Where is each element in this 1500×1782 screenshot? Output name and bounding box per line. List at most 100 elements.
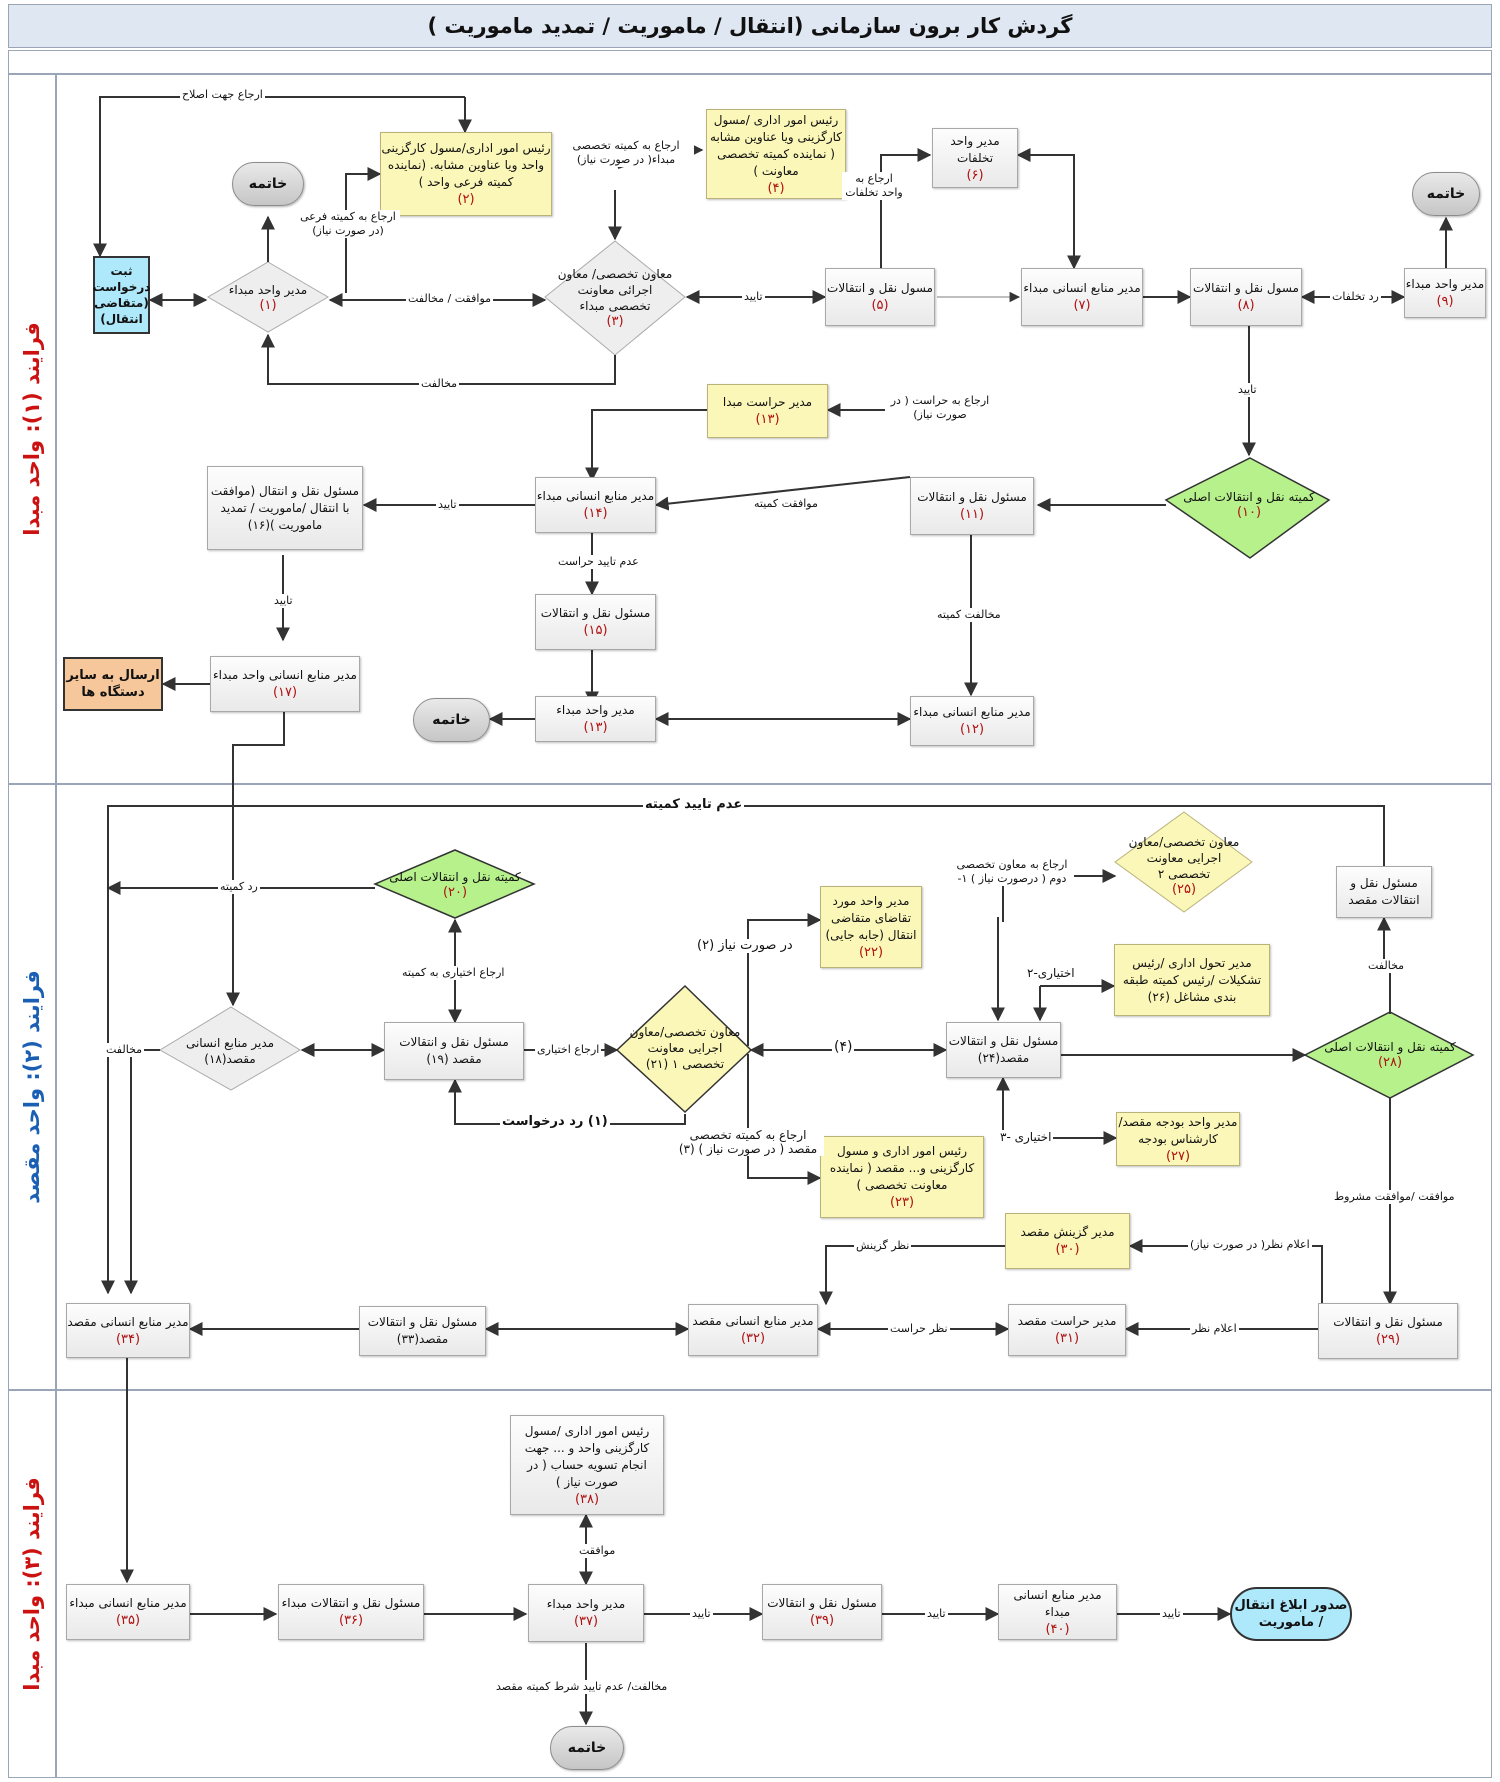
label-approve-3: تایید xyxy=(436,498,459,512)
node-n30: مدیر گزینش مقصد(۳۰) xyxy=(1005,1213,1130,1269)
lane-1 xyxy=(56,74,1492,784)
node-n24: مسئول نقل و انتقالات مقصد(۲۴) xyxy=(946,1022,1061,1078)
label-conditional: موافقت /موافقت مشروط xyxy=(1332,1190,1457,1204)
page-title: گردش کار برون سازمانی (انتقال / ماموریت … xyxy=(8,4,1492,48)
label-optional-2: اختیاری-۲ xyxy=(1025,966,1077,980)
label-second-dep: ارجاع به معاون تخصصی دوم ( درصورت نیاز )… xyxy=(950,858,1074,886)
lane-3-label: فرایند (۳): واحد مبدا xyxy=(8,1390,56,1778)
node-n23: رئیس امور اداری و مسول کارگزینی و... مقص… xyxy=(820,1136,984,1218)
n21-diamond xyxy=(615,984,753,1114)
node-n39: مسئول نقل و انتقالات(۳۹) xyxy=(762,1584,882,1640)
end-terminator-2: خاتمه xyxy=(1412,172,1480,216)
node-n14: مدیر منابع انسانی مبداء(۱۴) xyxy=(535,477,656,533)
label-no-security: عدم تایید حراست xyxy=(556,555,641,569)
n18-diamond xyxy=(159,1006,301,1091)
node-n15: مسئول نقل و انتقالات(۱۵) xyxy=(535,594,656,650)
label-disagree-dest: مخالفت/ عدم تایید شرط کمیته مقصد xyxy=(494,1680,670,1694)
node-n27: مدیر واحد بودجه مقصد/ کارشناس بودجه(۲۷) xyxy=(1116,1112,1240,1166)
label-security: ارجاع به حراست ( در صورت نیاز) xyxy=(885,394,995,422)
node-n22: مدیر واحد مورد تقاضای متقاضی انتقال (جاب… xyxy=(820,886,922,968)
label-approve-4: تایید xyxy=(272,594,295,608)
end-terminator-3: خاتمه xyxy=(413,698,490,742)
label-approve-6: تایید xyxy=(925,1607,948,1621)
n25-diamond xyxy=(1114,811,1253,913)
node-n13b: مدیر واحد مبداء(۱۳) xyxy=(535,696,656,742)
label-security-view: نظر حراست xyxy=(888,1322,950,1336)
label-return-fix: ارجاع جهت اصلاح xyxy=(180,88,265,102)
label-disagree-1: مخالفت xyxy=(419,377,460,391)
end-terminator-4: خاتمه xyxy=(550,1726,624,1770)
node-n36: مسئول نقل و انتقالات مبداء(۳۶) xyxy=(278,1584,424,1640)
label-announce: اعلام نظر xyxy=(1190,1322,1239,1336)
label-if-needed-2: در صورت نیاز (۲) xyxy=(695,938,795,953)
node-n5: مسول نقل و انتقالات(۵) xyxy=(825,268,935,326)
label-committee-not-approve: عدم تایید کمیته xyxy=(643,797,745,812)
node-n13a: مدیر حراست مبدا(۱۳) xyxy=(707,384,828,438)
node-n17: مدیر منابع انسانی واحد مبداء(۱۷) xyxy=(210,656,360,712)
node-n12: مدیر منابع انسانی مبداء(۱۲) xyxy=(910,696,1034,746)
end-terminator-1: خاتمه xyxy=(232,162,304,206)
label-reject-request: (۱) رد درخواست xyxy=(500,1114,610,1129)
label-approve-5: تایید xyxy=(690,1607,713,1621)
label-violation: ارجاع به واحد تخلفات xyxy=(842,172,906,200)
label-optional-committee: ارجاع اختیاری به کمیته xyxy=(400,966,507,980)
label-agree-disagree: موافقت / مخالفت xyxy=(406,292,494,306)
label-approve-2: تایید xyxy=(1236,383,1259,397)
n1-diamond xyxy=(207,261,329,333)
node-n40: مدیر منابع انسانی مبداء(۴۰) xyxy=(998,1584,1117,1640)
n20-diamond xyxy=(373,849,536,919)
node-n21: معاون تخصصی/معاون اجرایی معاونت تخصصی ۱ … xyxy=(629,1025,741,1071)
node-n26: مدیر تحول اداری /رئیس تشکیلات /رئیس کمیت… xyxy=(1114,944,1270,1016)
node-n8: مسول نقل و انتقالات(۸) xyxy=(1190,268,1302,326)
lane-3 xyxy=(56,1390,1492,1778)
node-n35: مدیر منابع انسانی مبداء(۳۵) xyxy=(66,1584,190,1640)
lane-2 xyxy=(56,784,1492,1390)
node-n16: مسئول نقل و انتقال (موافقت با انتقال /ما… xyxy=(207,466,363,550)
label-optional: ارجاع اختیاری xyxy=(535,1043,602,1057)
node-n18: مدیر منابع انسانی مقصد(۱۸) xyxy=(185,1036,275,1066)
node-n7: مدیر منابع انسانی مبداء(۷) xyxy=(1021,268,1143,326)
label-approve-1: تایید xyxy=(742,290,765,304)
node-n28: کمیته نقل و انتقالات اصلی(۲۸) xyxy=(1324,1040,1456,1070)
label-committee-agree: موافقت کمیته xyxy=(752,497,820,511)
label-spec-committee: ارجاع به کمیته تخصصی مبداء( در صورت نیاز… xyxy=(558,139,694,167)
label-reject-violation: رد تخلفات xyxy=(1330,290,1381,304)
node-n4: رئیس امور اداری /مسول کارگزینی ویا عناوی… xyxy=(706,109,846,199)
label-disagree-2: مخالفت xyxy=(104,1043,145,1057)
node-n34: مدیر منابع انسانی مقصد(۳۴) xyxy=(66,1303,190,1358)
node-n3: معاون تخصصی/ معاون اجرائی معاونت تخصصی م… xyxy=(557,267,673,329)
label-sub-committee: ارجاع به کمیته فرعی (در صورت نیاز) xyxy=(296,210,400,238)
label-optional-3: اختیاری -۳ xyxy=(998,1130,1054,1144)
label-disagree-3: مخالفت xyxy=(1366,959,1407,973)
node-n31: مدیر حراست مقصد(۳۱) xyxy=(1008,1304,1126,1356)
header-strip xyxy=(8,50,1492,74)
node-n19: مسئول نقل و انتقالات مقصد (۱۹) xyxy=(384,1022,524,1080)
label-four: (۴) xyxy=(832,1039,855,1055)
node-n2: رئیس امور اداری/مسول کارگزینی واحد ویا ع… xyxy=(380,132,552,216)
node-n38: رئیس امور اداری /مسول کارگزینی واحد و ..… xyxy=(510,1415,664,1515)
label-agree: موافقت xyxy=(577,1544,618,1558)
lane-1-label: فرایند (۱): واحد مبدا xyxy=(8,74,56,784)
node-n6: مدیر واحد تخلفات(۶) xyxy=(932,128,1018,188)
end-notice: صدور ابلاغ انتقال / ماموریت xyxy=(1230,1587,1352,1641)
n10-diamond xyxy=(1164,457,1331,559)
node-n48: مسئول نقل و انتقالات مقصد xyxy=(1336,866,1432,918)
node-n20: کمیته نقل و انتقالات اصلی(۲۰) xyxy=(389,870,521,900)
lane-2-label: فرایند (۲): واحد مقصد xyxy=(8,784,56,1390)
label-approve-7: تایید xyxy=(1160,1607,1183,1621)
node-n10: کمیته نقل و انتقالات اصلی(۱۰) xyxy=(1183,490,1315,520)
send-other-agencies: ارسال به سایر دستگاه ها xyxy=(63,657,163,711)
label-announce-if: اعلام نظر( در صورت نیاز) xyxy=(1188,1238,1312,1252)
node-n29: مسئول نقل و انتقالات(۲۹) xyxy=(1318,1303,1458,1359)
node-n9: مدیر واحد مبداء(۹) xyxy=(1404,268,1486,318)
node-n11: مسئول نقل و انتقالات(۱۱) xyxy=(910,477,1034,535)
label-committee-disagree: مخالفت کمیته xyxy=(935,608,1003,622)
label-selection: نظر گزینش xyxy=(854,1239,912,1253)
label-spec-dest: ارجاع به کمیته تخصصی مقصد ( در صورت نیاز… xyxy=(672,1128,824,1156)
node-n25: معاون تخصصی/معاون اجرایی معاونت تخصصی ۲(… xyxy=(1128,835,1240,897)
node-n1: مدیر واحد مبداء(۱) xyxy=(228,283,308,313)
node-n33: مسئول نقل و انتقالات مقصد(۳۳) xyxy=(359,1306,486,1356)
node-n37: مدیر واحد مبداء(۳۷) xyxy=(528,1584,644,1642)
